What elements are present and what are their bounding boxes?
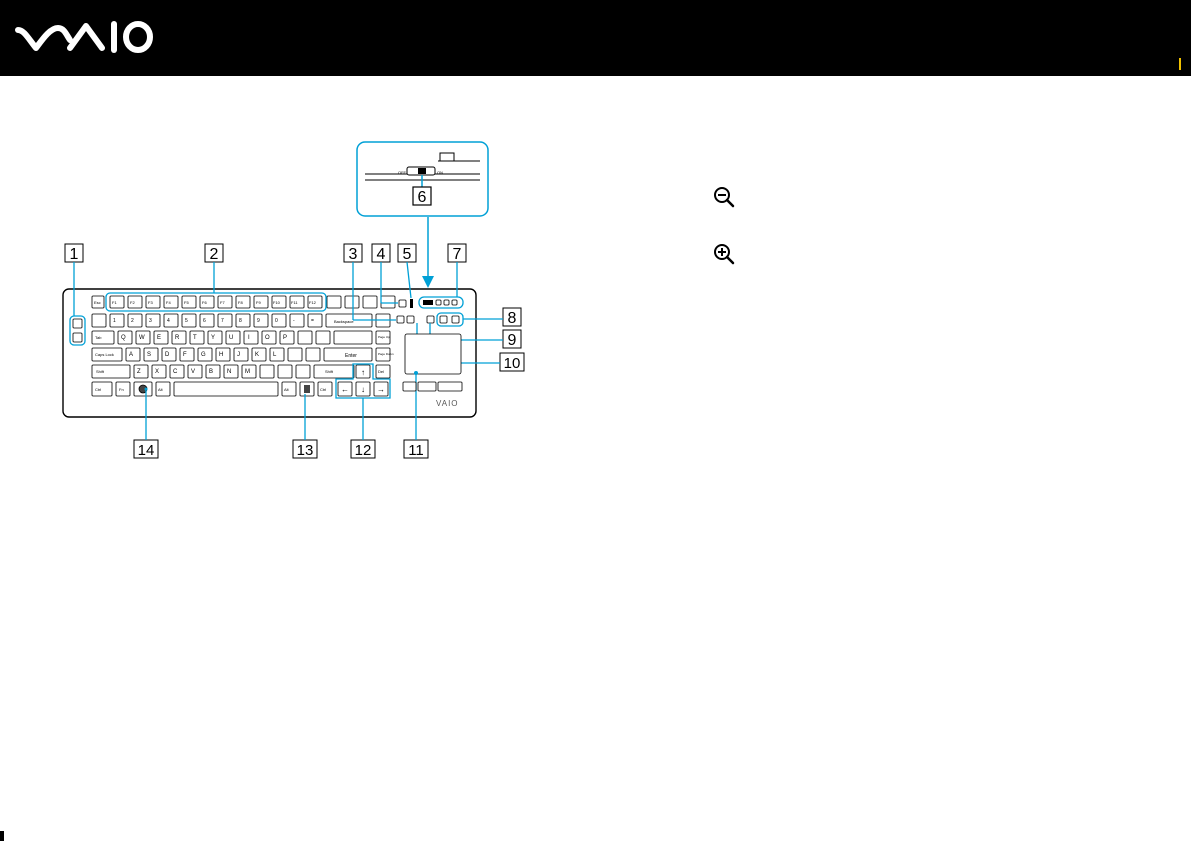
key-f4: F4: [166, 300, 171, 305]
callout-5: 5: [403, 246, 412, 263]
key-d: D: [165, 352, 170, 358]
key-a: A: [129, 352, 133, 358]
key-x: X: [155, 369, 159, 375]
key-3: 3: [149, 318, 152, 324]
key-f: F: [183, 352, 187, 358]
callout-10: 10: [504, 355, 521, 372]
vaio-logo: [14, 18, 154, 58]
key-6: 6: [203, 318, 206, 324]
switch-on-label: ON: [437, 170, 443, 175]
key-n: N: [227, 369, 231, 375]
callout-14: 14: [138, 442, 155, 459]
key-page-down: Page Down: [378, 352, 394, 356]
key-h: H: [219, 352, 223, 358]
key-g: G: [201, 352, 206, 358]
key-2: 2: [131, 318, 134, 324]
key-t: T: [193, 335, 197, 341]
key-f10: F10: [273, 300, 281, 305]
switch-off-label: OFF: [398, 170, 407, 175]
zoom-in-icon: [713, 243, 735, 265]
key-shift-right: Shift: [325, 369, 334, 374]
key-q: Q: [121, 335, 126, 341]
key-f11: F11: [291, 300, 298, 305]
key-4: 4: [167, 318, 170, 324]
key-arrow-right: →: [377, 385, 385, 394]
callout-12: 12: [355, 442, 372, 459]
key-z: Z: [137, 369, 141, 375]
key-u: U: [229, 335, 233, 341]
callout-2: 2: [210, 246, 219, 263]
callout-13: 13: [297, 442, 314, 459]
key-tab: Tab: [95, 335, 102, 340]
callout-9: 9: [508, 332, 517, 349]
zoom-out-icon: [713, 186, 735, 208]
callout-4: 4: [377, 246, 386, 263]
key-esc: Esc: [94, 300, 101, 305]
key-1: 1: [113, 318, 116, 324]
key-f2: F2: [130, 300, 135, 305]
key-shift-left: Shift: [96, 369, 105, 374]
key-c: C: [173, 369, 178, 375]
key-5: 5: [185, 318, 188, 324]
callout-3: 3: [349, 246, 358, 263]
key-ctrl-right: Ctrl: [320, 387, 326, 392]
key-f12: F12: [309, 300, 317, 305]
callout-1: 1: [70, 246, 79, 263]
key-equals: =: [311, 318, 314, 324]
key-o: O: [265, 335, 270, 341]
key-9: 9: [257, 318, 260, 324]
key-8: 8: [239, 318, 242, 324]
corner-mark: [1179, 58, 1187, 70]
key-0: 0: [275, 318, 278, 324]
key-f8: F8: [238, 300, 243, 305]
key-b: B: [209, 369, 213, 375]
key-caps-lock: Caps Lock: [95, 352, 114, 357]
page-header: [0, 0, 1191, 76]
key-m: M: [245, 369, 250, 375]
number-row: [92, 314, 372, 327]
key-k: K: [255, 352, 259, 358]
key-s: S: [147, 352, 151, 358]
key-enter: Enter: [345, 353, 357, 359]
key-7: 7: [221, 318, 224, 324]
key-f5: F5: [184, 300, 189, 305]
key-w: W: [139, 335, 145, 341]
key-p: P: [283, 335, 287, 341]
callout-11: 11: [408, 442, 424, 459]
touchpad-vaio-logo: VAIO: [436, 399, 459, 408]
key-fn: Fn: [119, 387, 124, 392]
key-y: Y: [211, 335, 215, 341]
callout-8: 8: [508, 310, 517, 327]
key-del: Del: [378, 369, 384, 374]
key-page-up: Page Up: [378, 335, 390, 339]
keyboard-figure: OFF ON 6 1 2 3 4 5 7 8 9 10 11 12 13 14: [0, 76, 540, 496]
callout-7: 7: [453, 246, 462, 263]
key-r: R: [175, 335, 180, 341]
switch-inset: OFF ON 6: [357, 142, 488, 288]
key-arrow-left: ←: [341, 385, 349, 394]
key-ctrl-left: Ctrl: [95, 387, 101, 392]
key-f3: F3: [148, 300, 153, 305]
key-e: E: [157, 335, 161, 341]
key-f7: F7: [220, 300, 225, 305]
callout-6: 6: [418, 189, 427, 206]
key-f9: F9: [256, 300, 261, 305]
key-j: J: [237, 352, 240, 358]
key-v: V: [191, 369, 195, 375]
key-arrow-up: ↑: [361, 368, 365, 377]
key-f1: F1: [112, 300, 117, 305]
page-edge-mark: [0, 831, 4, 841]
key-arrow-down: ↓: [361, 385, 365, 394]
key-f6: F6: [202, 300, 207, 305]
key-backspace: Backspace: [334, 319, 354, 324]
